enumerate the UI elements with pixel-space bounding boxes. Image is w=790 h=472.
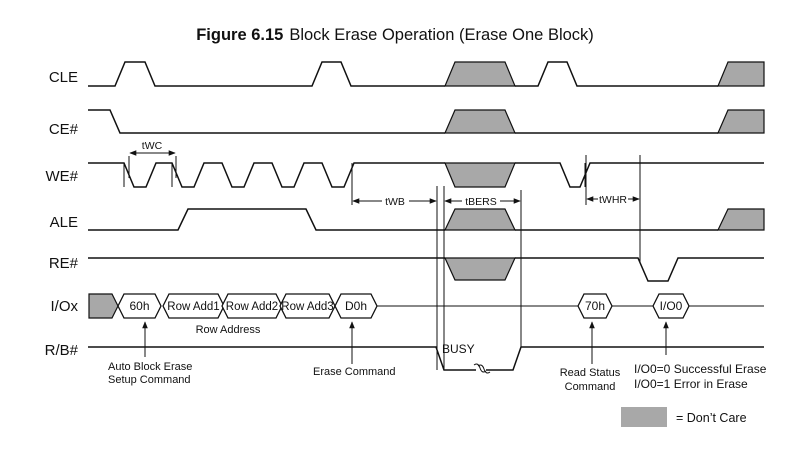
ale-waveform [88, 208, 765, 231]
twb-marker: tWB [352, 195, 437, 208]
bus-value-d0h: D0h [345, 299, 367, 313]
legend: = Don’t Care [621, 407, 747, 427]
signal-label-cle: CLE [49, 69, 78, 86]
bus-value-row-add3: Row Add3 [281, 301, 333, 313]
bus-value-row-add1: Row Add1 [167, 301, 219, 313]
timing-reference-lines [351, 155, 641, 370]
erase-command-label: Erase Command [313, 366, 396, 378]
busy-label: BUSY [442, 342, 475, 356]
read-status-line2: Command [565, 381, 616, 393]
result-line2: I/O0=1 Error in Erase [634, 377, 748, 391]
read-status-line1: Read Status [560, 367, 621, 379]
legend-swatch [621, 407, 667, 427]
figure-title: Figure 6.15 Block Erase Operation (Erase … [0, 26, 790, 45]
rb-waveform [88, 346, 764, 374]
tbers-marker: tBERS [444, 195, 521, 208]
twhr-marker: tWHR [586, 193, 640, 206]
signal-label-re: RE# [49, 255, 79, 272]
bus-value-60h: 60h [129, 299, 149, 313]
we-waveform [88, 162, 764, 188]
re-waveform [88, 257, 764, 282]
signal-label-we: WE# [45, 168, 78, 185]
signal-label-ce: CE# [49, 121, 79, 138]
twhr-label: tWHR [599, 194, 627, 206]
result-line1: I/O0=0 Successful Erase [634, 362, 767, 376]
twb-label: tWB [385, 196, 405, 208]
tbers-label: tBERS [465, 196, 497, 208]
row-address-label: Row Address [196, 324, 261, 336]
bus-value-70h: 70h [585, 299, 605, 313]
signal-label-rb: R/B# [45, 342, 79, 359]
bus-value-io0: I/O0 [660, 299, 683, 313]
twc-label: tWC [142, 140, 163, 152]
signal-label-iox: I/Ox [50, 298, 78, 315]
ce-waveform [88, 109, 765, 134]
bus-value-row-add2: Row Add2 [226, 301, 278, 313]
figure-number: Figure 6.15 [196, 26, 284, 44]
twc-marker: tWC [128, 140, 177, 178]
signal-label-ale: ALE [50, 214, 78, 231]
figure-caption: Block Erase Operation (Erase One Block) [289, 26, 594, 44]
cle-waveform [88, 61, 765, 87]
setup-command-line2: Setup Command [108, 374, 191, 386]
setup-command-line1: Auto Block Erase [108, 361, 192, 373]
annotation-arrows [142, 321, 669, 364]
legend-label: = Don’t Care [676, 411, 747, 425]
iox-bus [88, 293, 764, 319]
